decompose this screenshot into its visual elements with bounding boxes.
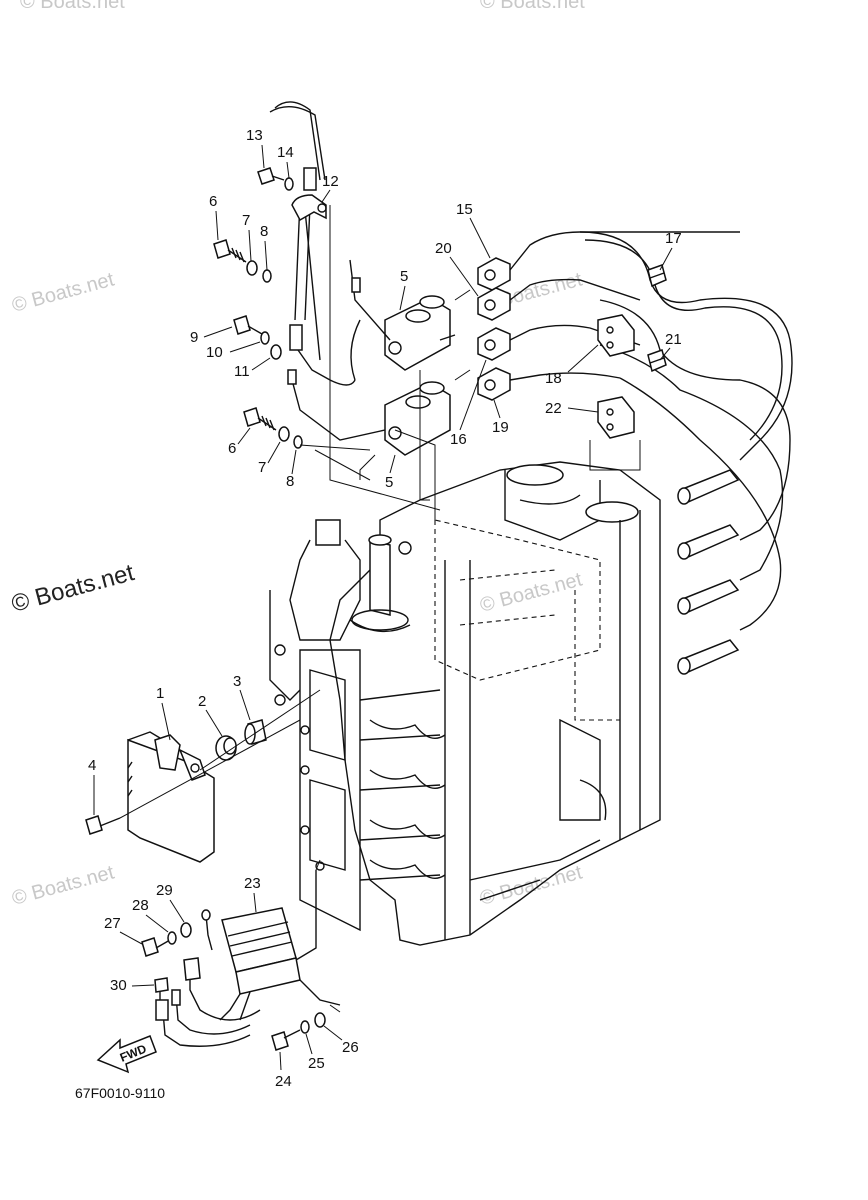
label-25: 25 bbox=[308, 1055, 325, 1072]
spacer-7-lower bbox=[278, 426, 290, 442]
label-15: 15 bbox=[456, 201, 473, 218]
bolt-27 bbox=[141, 937, 171, 957]
spark-plug-cap-15 bbox=[477, 231, 740, 291]
regulator-wires bbox=[155, 909, 261, 1047]
label-7a: 7 bbox=[242, 212, 250, 229]
label-21: 21 bbox=[665, 331, 682, 348]
spark-plug-cap-20 bbox=[477, 278, 641, 321]
label-8b: 8 bbox=[286, 473, 294, 490]
screw-30 bbox=[154, 977, 169, 1000]
lead-holder-22 bbox=[597, 396, 635, 439]
watermark-main: © Boats.net bbox=[9, 559, 138, 618]
part-labels: 13 14 12 6 7 8 9 10 11 6 7 8 5 5 15 20 1… bbox=[88, 127, 682, 1090]
lead-clamp-17 bbox=[647, 264, 667, 288]
washer-25 bbox=[300, 1020, 310, 1034]
label-18: 18 bbox=[545, 370, 562, 387]
ignition-coil-upper bbox=[384, 295, 456, 371]
ignition-coil-lower bbox=[384, 381, 451, 456]
label-7b: 7 bbox=[258, 459, 266, 476]
label-5b: 5 bbox=[385, 474, 393, 491]
watermark-lower-right: © Boats.net bbox=[478, 861, 585, 909]
lead-clamp-21 bbox=[647, 349, 667, 373]
watermark-upper-left: © Boats.net bbox=[10, 268, 117, 316]
label-9: 9 bbox=[190, 329, 198, 346]
label-20: 20 bbox=[435, 240, 452, 257]
lead-holder-18 bbox=[597, 314, 635, 357]
label-5a: 5 bbox=[400, 268, 408, 285]
forward-arrow-icon: FWD bbox=[96, 1035, 157, 1074]
label-19: 19 bbox=[492, 419, 509, 436]
label-30: 30 bbox=[110, 977, 127, 994]
label-24: 24 bbox=[275, 1073, 292, 1090]
watermark-lower-left: © Boats.net bbox=[10, 861, 117, 909]
spacer-7-upper bbox=[246, 260, 258, 276]
label-10: 10 bbox=[206, 344, 223, 361]
spark-plug-cap-16 bbox=[477, 324, 641, 361]
label-4: 4 bbox=[88, 757, 96, 774]
spark-plug-cap-19 bbox=[477, 367, 621, 401]
watermark-mid-right: © Boats.net bbox=[478, 568, 585, 616]
wiring-harness bbox=[269, 101, 391, 441]
washer-11 bbox=[270, 344, 282, 360]
bolt-13 bbox=[257, 167, 285, 185]
label-14: 14 bbox=[277, 144, 294, 161]
label-29: 29 bbox=[156, 882, 173, 899]
diagram-code: 67F0010-9110 bbox=[75, 1085, 165, 1101]
label-2: 2 bbox=[198, 693, 206, 710]
washer-14 bbox=[284, 177, 294, 191]
washer-10 bbox=[260, 331, 270, 345]
wire-clamp-12 bbox=[291, 194, 327, 222]
cdi-unit bbox=[127, 731, 215, 863]
label-11: 11 bbox=[234, 363, 250, 380]
high-tension-leads bbox=[579, 231, 793, 675]
label-26: 26 bbox=[342, 1039, 359, 1056]
label-23: 23 bbox=[244, 875, 261, 892]
washer-26 bbox=[314, 1012, 326, 1028]
washer-29 bbox=[180, 922, 192, 938]
label-13: 13 bbox=[246, 127, 263, 144]
washer-8-lower bbox=[293, 435, 303, 449]
bolt-24 bbox=[271, 1029, 301, 1051]
engine-block bbox=[269, 461, 661, 946]
watermark-top-left: © Boats.net bbox=[20, 0, 125, 13]
bolt-4 bbox=[85, 815, 121, 835]
watermark-top-right: © Boats.net bbox=[480, 0, 585, 13]
label-22: 22 bbox=[545, 400, 562, 417]
label-12: 12 bbox=[322, 173, 339, 190]
label-1: 1 bbox=[156, 685, 164, 702]
label-27: 27 bbox=[104, 915, 121, 932]
rectifier-regulator bbox=[219, 870, 341, 1021]
label-6b: 6 bbox=[228, 440, 236, 457]
bolt-9 bbox=[233, 315, 263, 335]
label-3: 3 bbox=[233, 673, 241, 690]
label-16: 16 bbox=[450, 431, 467, 448]
washer-28 bbox=[167, 931, 177, 945]
label-28: 28 bbox=[132, 897, 149, 914]
grommet-14 bbox=[303, 167, 317, 191]
washer-8-upper bbox=[262, 269, 272, 283]
label-6a: 6 bbox=[209, 193, 217, 210]
label-17: 17 bbox=[665, 230, 682, 247]
bolt-6-lower bbox=[243, 407, 277, 431]
label-8a: 8 bbox=[260, 223, 268, 240]
bolt-6-upper bbox=[213, 239, 247, 263]
